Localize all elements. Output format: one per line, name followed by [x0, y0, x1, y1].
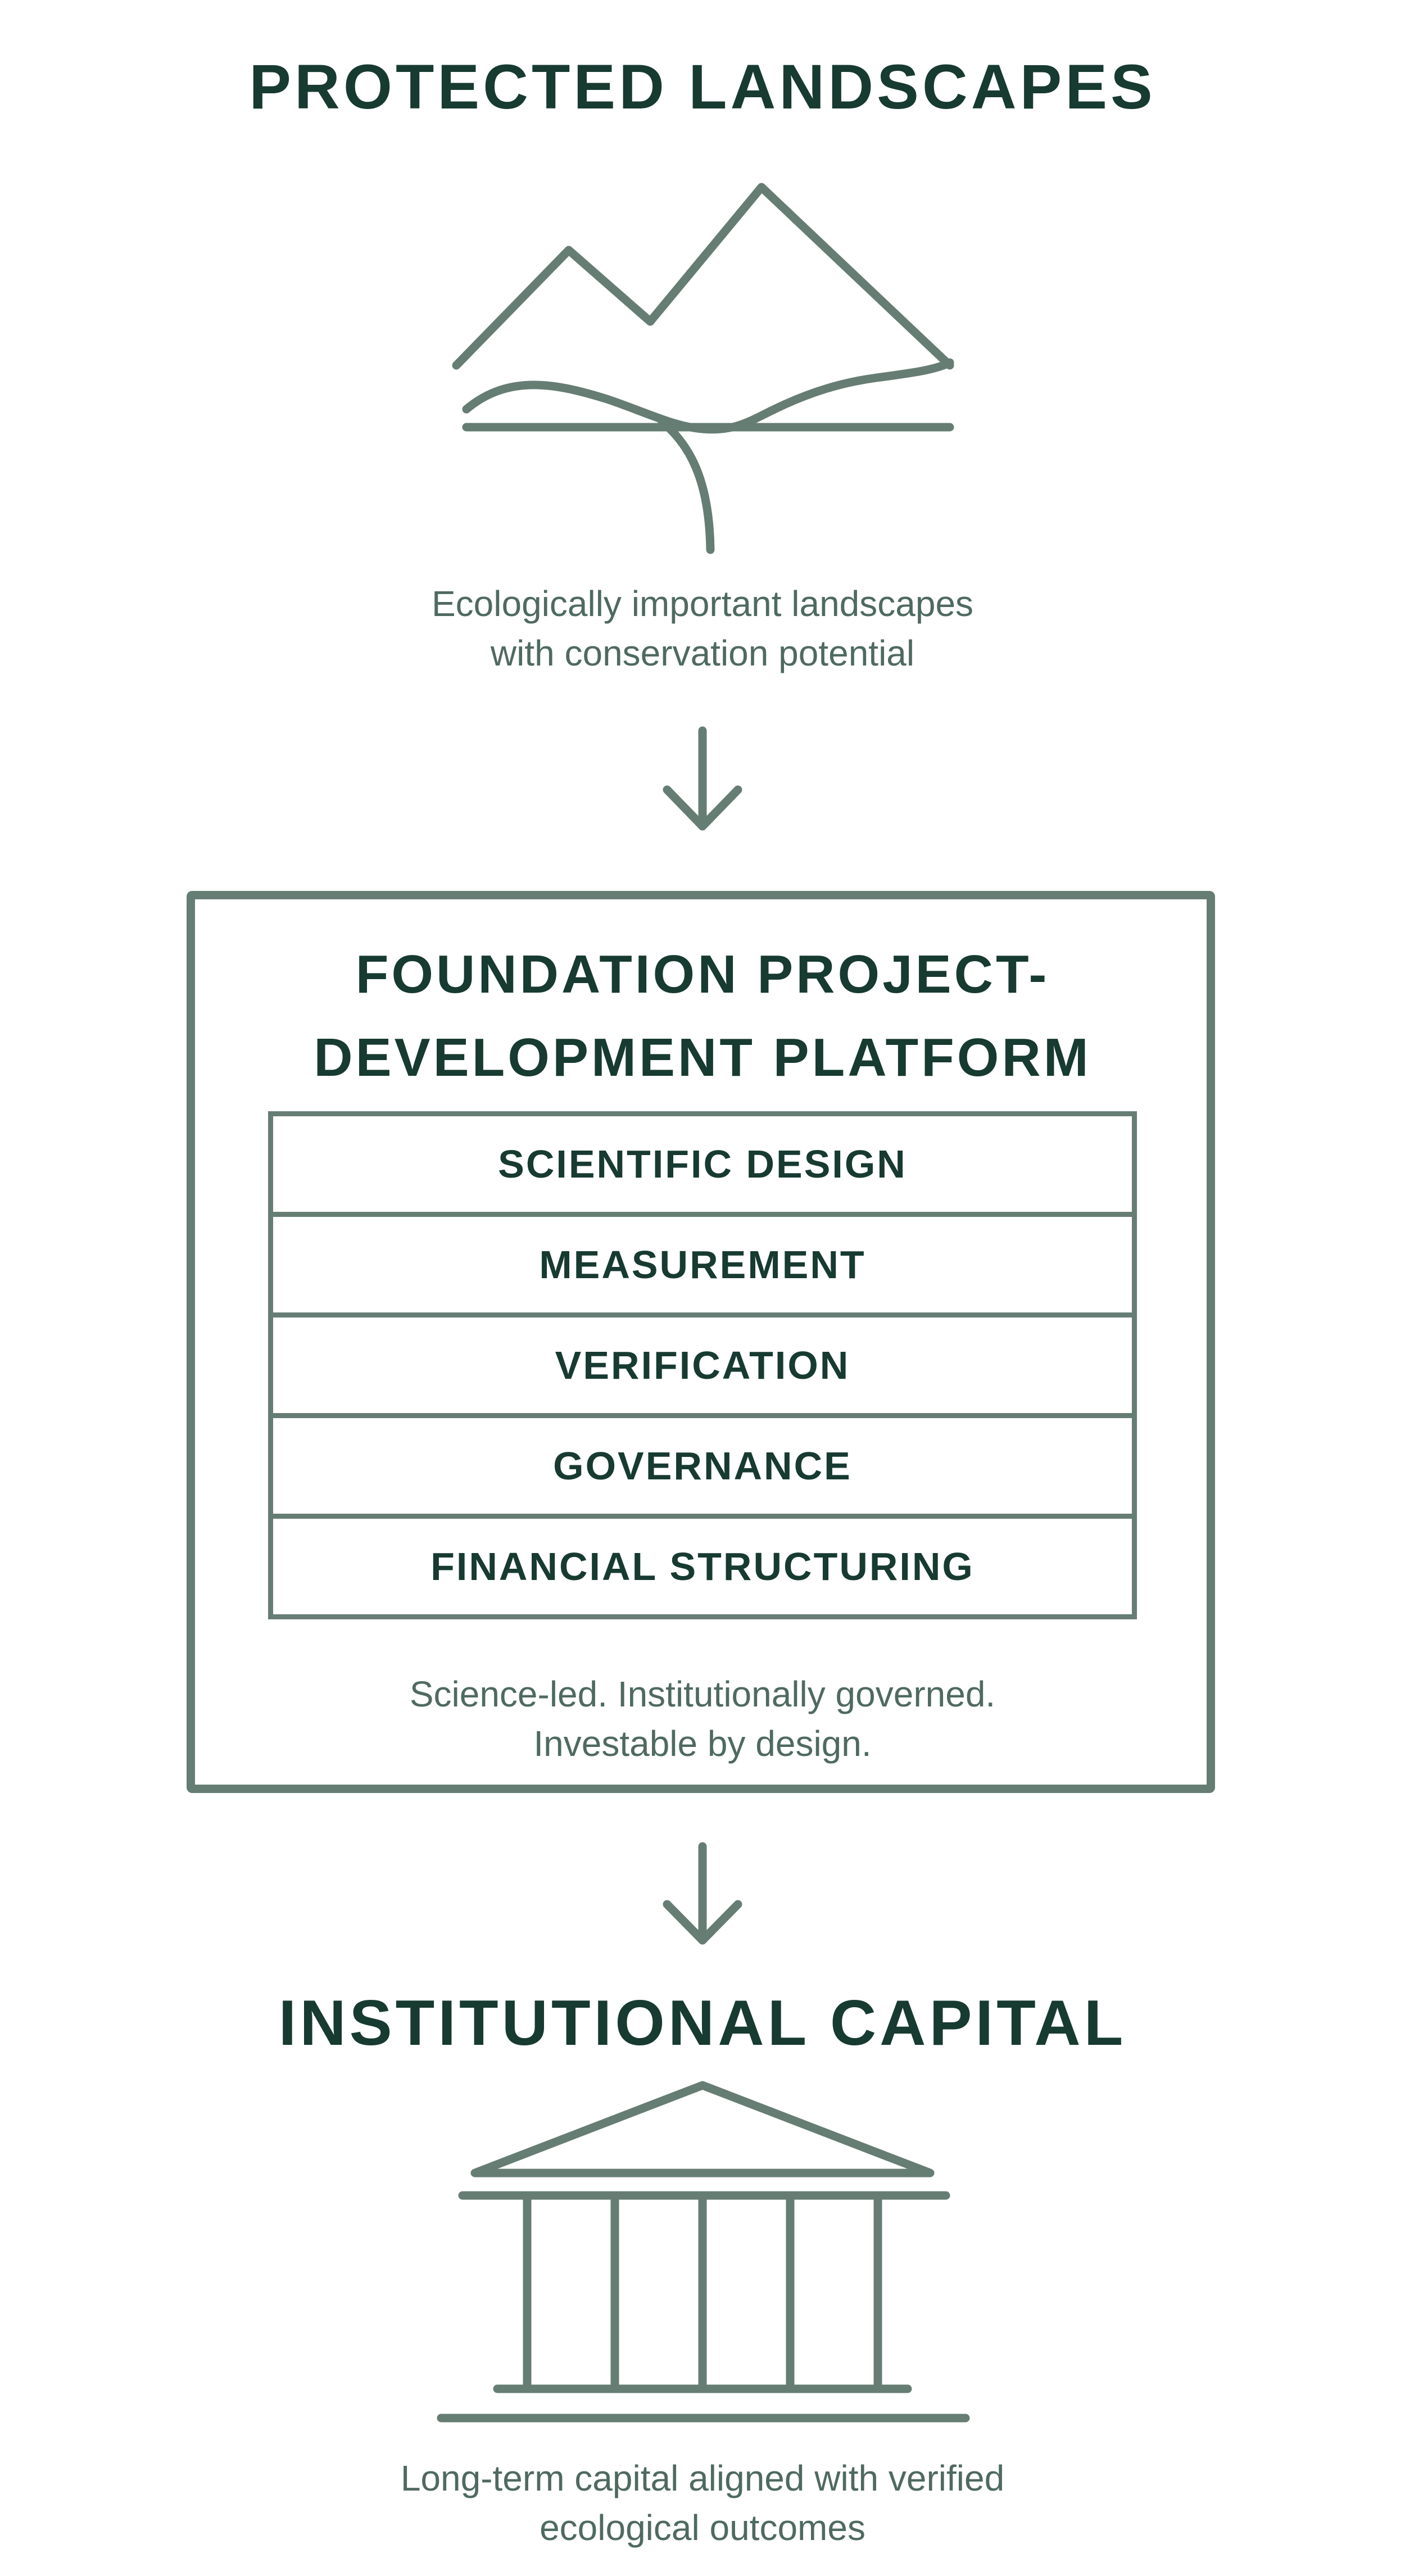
institutional-capital-caption: Long-term capital aligned with verified … — [0, 2453, 1405, 2552]
protected-landscapes-caption: Ecologically important landscapes with c… — [0, 579, 1405, 678]
institutional-capital-title: INSTITUTIONAL CAPITAL — [278, 1988, 1127, 2059]
caption-line: with conservation potential — [490, 633, 915, 673]
layer-scientific-design: SCIENTIFIC DESIGN — [273, 1116, 1132, 1217]
arrow-down-icon — [663, 1842, 742, 1945]
platform-title: FOUNDATION PROJECT- DEVELOPMENT PLATFORM — [0, 933, 1405, 1099]
layer-governance: GOVERNANCE — [273, 1418, 1132, 1519]
layer-financial-structuring: FINANCIAL STRUCTURING — [430, 1545, 975, 1588]
platform-title-line: FOUNDATION PROJECT- — [355, 944, 1050, 1004]
platform-box — [187, 891, 1215, 1793]
platform-layers: SCIENTIFIC DESIGN MEASUREMENT VERIFICATI… — [268, 1111, 1137, 1619]
platform-title-line: DEVELOPMENT PLATFORM — [314, 1027, 1091, 1088]
caption-line: Long-term capital aligned with verified — [400, 2458, 1005, 2498]
platform-caption: Science-led. Institutionally governed. I… — [0, 1669, 1405, 1768]
protected-landscapes-title: PROTECTED LANDSCAPES — [249, 52, 1156, 122]
arrow-down-icon — [663, 726, 742, 831]
caption-line: ecological outcomes — [540, 2507, 865, 2548]
caption-line: Investable by design. — [533, 1723, 872, 1764]
caption-line: Ecologically important landscapes — [431, 583, 974, 624]
caption-line: Science-led. Institutionally governed. — [409, 1674, 996, 1714]
mountain-landscape-icon — [452, 183, 954, 554]
layer-measurement: MEASUREMENT — [273, 1217, 1132, 1318]
institution-building-icon — [437, 2081, 970, 2423]
layer-verification: VERIFICATION — [273, 1318, 1132, 1418]
